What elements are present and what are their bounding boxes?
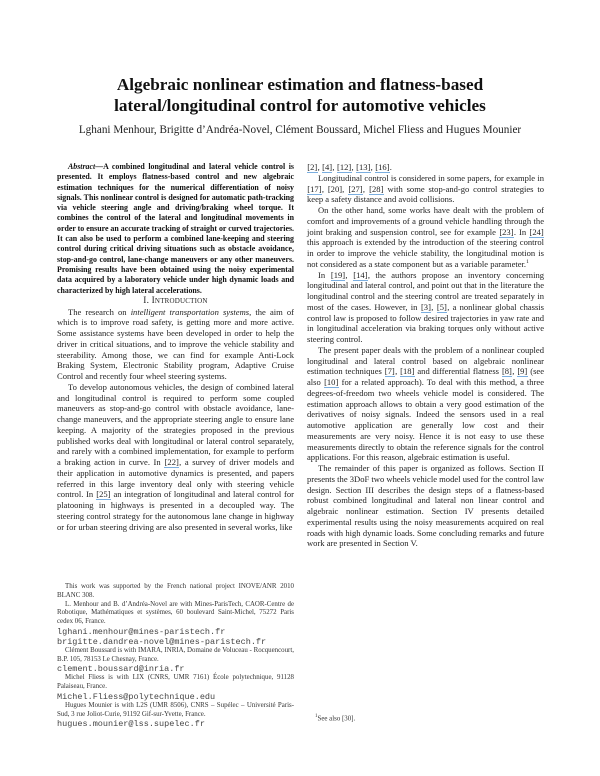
intro-paragraph-5: In [19], [14], the authors propose an in… (307, 269, 544, 344)
intro-paragraph-4: On the other hand, some works have dealt… (307, 205, 545, 269)
title-line-1: Algebraic nonlinear estimation and flatn… (116, 75, 484, 94)
citation-link[interactable]: [27] (348, 183, 363, 195)
citation-link[interactable]: [28] (368, 183, 384, 195)
intro-paragraph-6: The present paper deals with the problem… (307, 344, 545, 463)
citation-link[interactable]: [12] (336, 162, 352, 173)
citation-link[interactable]: [17] (307, 183, 322, 195)
affiliation-3: Michel Fliess is with LIX (CNRS, UMR 716… (57, 674, 294, 690)
citation-link[interactable]: [8] (501, 366, 513, 378)
citation-link[interactable]: [7] (384, 366, 396, 378)
left-column: Abstract—A combined longitudinal and lat… (57, 162, 294, 532)
citation-link[interactable]: [5] (436, 301, 448, 313)
footnote-1: 1See also [30]. (315, 714, 355, 722)
citation-link[interactable]: [13] (355, 162, 371, 173)
funding-note: This work was supported by the French na… (57, 583, 294, 599)
citation-link[interactable]: [4] (321, 162, 333, 173)
affiliation-footnotes: This work was supported by the French na… (57, 583, 294, 729)
email-link[interactable]: hugues.mounier@lss.supelec.fr (57, 719, 205, 730)
affiliation-1: L. Menhour and B. d’Andréa-Novel are wit… (57, 600, 294, 626)
intro-paragraph-2-continued: [2], [4], [12], [13], [16]. (307, 162, 392, 173)
abstract-text: A combined longitudinal and lateral vehi… (57, 162, 294, 295)
abstract-label: Abstract (68, 162, 96, 171)
email-link[interactable]: lghani.menhour@mines-paristech.fr (57, 626, 226, 637)
citation-link[interactable]: [16] (374, 162, 390, 173)
author-list: Lghani Menhour, Brigitte d’Andréa-Novel,… (78, 124, 522, 136)
right-column: [2], [4], [12], [13], [16]. Longitudinal… (307, 162, 545, 549)
citation-link[interactable]: [10] (323, 377, 339, 388)
affiliation-4: Hugues Mounier is with L2S (UMR 8506), C… (57, 701, 294, 718)
citation-link[interactable]: [14] (352, 269, 368, 281)
section-heading-introduction: I. Introduction (143, 295, 208, 306)
citation-link[interactable]: [9] (517, 366, 528, 378)
email-link[interactable]: brigitte.dandrea-novel@mines-paristech.f… (57, 636, 267, 647)
email-link[interactable]: Michel.Fliess@polytechnique.edu (57, 691, 216, 702)
title-line-2: lateral/longitudinal control for automot… (114, 96, 486, 115)
citation-link[interactable]: [24] (529, 226, 545, 238)
citation-link[interactable]: [22] (164, 457, 180, 469)
abstract: Abstract—A combined longitudinal and lat… (57, 162, 294, 295)
paper-title: Algebraic nonlinear estimation and flatn… (0, 74, 600, 116)
citation-link[interactable]: [19] (330, 269, 346, 281)
footnote-marker[interactable]: 1 (526, 258, 529, 265)
intro-paragraph-2: To develop autonomous vehicles, the desi… (57, 381, 294, 532)
citation-link[interactable]: [25] (95, 489, 111, 501)
intro-paragraph-7: The remainder of this paper is organized… (307, 463, 544, 549)
citation-link[interactable]: [3] (420, 301, 432, 313)
citation-link[interactable]: [2] (307, 162, 318, 173)
footnote-mark: 1 (315, 714, 318, 719)
affiliation-2: Clément Boussard is with IMARA, INRIA, D… (57, 646, 294, 663)
intro-paragraph-3: Longitudinal control is considered in so… (307, 172, 544, 205)
footnote-text: See also [30]. (317, 715, 356, 723)
citation-link[interactable]: [23] (499, 226, 514, 238)
email-link[interactable]: clement.boussard@inria.fr (57, 664, 185, 675)
intro-paragraph-1: The research on intelligent transportati… (57, 306, 294, 382)
citation-link[interactable]: [18] (399, 366, 415, 378)
